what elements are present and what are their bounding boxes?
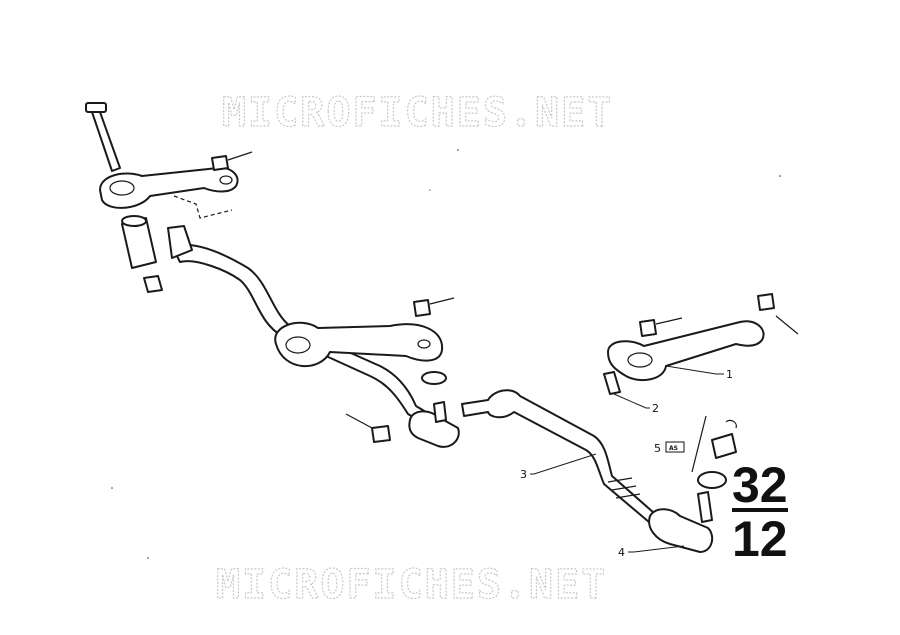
leader-4 [628,545,685,553]
callout-1: 1 [726,368,733,381]
callout-3: 3 [520,468,527,481]
group-number-sub: 12 [732,511,788,567]
tie-rod-icon [461,389,663,529]
castle-nut-icon [211,155,229,171]
bushing-icon [121,215,157,269]
ball-joint-outer-icon [648,491,714,553]
cotter-pin-right-icon [655,317,683,325]
washer-icon [421,371,447,385]
callout-5: 5 [654,442,661,455]
steering-arm-icon [607,320,765,382]
watermark-top: MICROFICHES.NET [222,90,613,136]
leader-3 [530,453,597,475]
callout-4: 4 [618,546,625,559]
ball-joint-inner-icon [408,401,460,448]
repair-kit-icon [691,415,737,489]
cotter-pin-lower-icon [345,413,373,429]
group-number-main: 32 [732,457,788,513]
cotter-pin-icon [227,151,253,161]
repair-kit-badge [665,441,685,453]
castle-nut-mid-icon [413,299,431,317]
callout-2: 2 [652,402,659,415]
group-number-divider [732,508,788,512]
leader-2 [613,393,650,409]
dashed-guide [173,195,233,219]
nut-small-icon [143,275,163,293]
castle-nut-lower-icon [371,425,391,443]
scan-specks [111,149,781,559]
bolt-short-icon [603,371,621,395]
idler-arm-upper-icon [99,166,239,209]
castle-nut-right-icon [639,319,657,337]
cotter-pin-mid-icon [429,297,455,305]
pitman-arm-icon [274,321,444,367]
bolt-long-icon [85,102,121,172]
repair-kit-badge-text: AS [669,445,678,452]
castle-nut-far-icon [757,293,775,311]
leader-1 [665,365,724,375]
cotter-pin-far-icon [775,315,799,335]
watermark-bottom: MICROFICHES.NET [216,562,607,608]
